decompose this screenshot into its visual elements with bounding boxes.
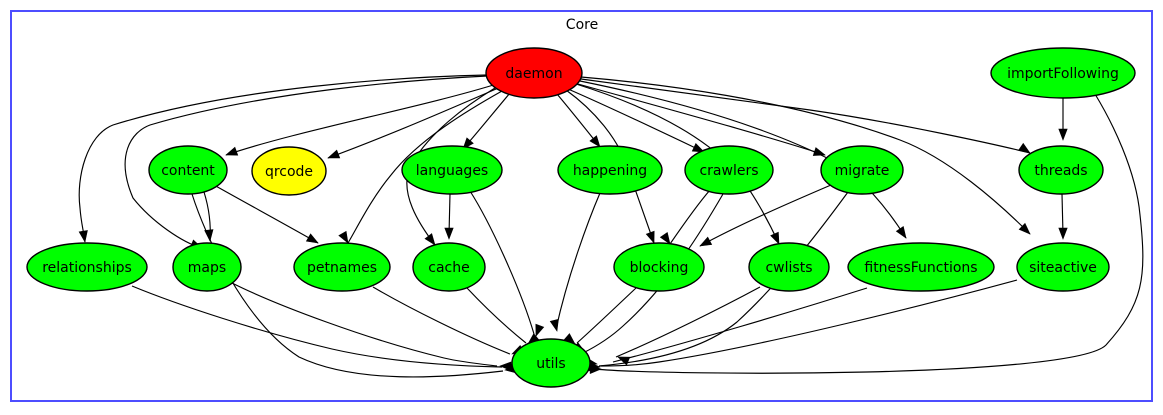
arrowhead-blocking — [645, 230, 655, 244]
node-cache[interactable]: cache — [412, 242, 486, 292]
node-content[interactable]: content — [148, 145, 228, 195]
node-shape-petnames[interactable] — [293, 242, 391, 292]
edge-daemon-to-crawlers — [567, 88, 705, 153]
node-shape-importFollowing[interactable] — [990, 47, 1136, 99]
arrowhead-migrate — [812, 147, 826, 156]
edge-daemon-to-relationships — [78, 74, 488, 243]
node-shape-languages[interactable] — [401, 145, 503, 195]
node-shape-relationships[interactable] — [26, 242, 148, 292]
node-shape-cache[interactable] — [412, 242, 486, 292]
arrowhead-maps2 — [204, 229, 214, 242]
edge-siteactive-to-utils — [600, 279, 1018, 367]
arrowhead-cache2 — [444, 227, 454, 240]
node-layer: daemon importFollowing content qrcode langua… — [26, 47, 1136, 388]
arrowhead-siteactive2 — [1058, 227, 1068, 240]
node-shape-daemon[interactable] — [485, 47, 583, 99]
edge-crawlers-to-utils — [582, 193, 724, 354]
edge-importFollowing-to-utils — [593, 93, 1144, 374]
arrowhead-cache — [424, 233, 436, 246]
edge-relationships-to-utils — [131, 285, 503, 368]
node-fitnessFunctions[interactable]: fitnessFunctions — [847, 242, 995, 292]
node-shape-happening[interactable] — [557, 145, 663, 195]
arrowhead-petnames2 — [305, 233, 319, 244]
node-daemon[interactable]: daemon — [485, 47, 583, 99]
node-shape-content[interactable] — [148, 145, 228, 195]
arrowhead-siteactive — [1018, 222, 1031, 235]
node-cwlists[interactable]: cwlists — [748, 242, 830, 292]
node-shape-utils[interactable] — [511, 338, 591, 388]
arrowhead-threads2 — [1058, 128, 1068, 141]
edge-blocking-to-utils — [576, 287, 637, 344]
arrowhead-utils-f — [535, 323, 545, 337]
edge-daemon-to-petnames — [347, 90, 503, 244]
node-shape-crawlers[interactable] — [684, 145, 774, 195]
node-siteactive[interactable]: siteactive — [1016, 242, 1110, 292]
arrowhead-cwlists — [770, 231, 780, 245]
node-migrate[interactable]: migrate — [820, 145, 904, 195]
edge-daemon-to-qrcode — [327, 85, 504, 159]
node-petnames[interactable]: petnames — [293, 242, 391, 292]
edge-layer — [78, 74, 1144, 378]
node-shape-maps[interactable] — [172, 242, 242, 292]
node-shape-siteactive[interactable] — [1016, 242, 1110, 292]
arrowhead-relationships — [78, 230, 88, 243]
node-maps[interactable]: maps — [172, 242, 242, 292]
node-utils[interactable]: utils — [511, 338, 591, 388]
edge-cache-to-utils — [466, 287, 527, 344]
arrowhead-utils-l — [589, 364, 602, 375]
node-importFollowing[interactable]: importFollowing — [990, 47, 1136, 99]
arrowhead-utils-m — [617, 356, 631, 366]
arrowhead-utils-c — [499, 361, 512, 371]
edge-daemon-to-siteactive — [580, 76, 1031, 235]
edge-daemon-to-threads — [580, 78, 1031, 154]
edge-fitnessFunctions-to-utils — [612, 287, 868, 363]
node-shape-qrcode[interactable] — [251, 146, 327, 196]
node-relationships[interactable]: relationships — [26, 242, 148, 292]
edge-migrate-to-blocking — [699, 184, 832, 247]
node-threads[interactable]: threads — [1018, 145, 1104, 195]
edge-daemon-to-maps — [124, 75, 488, 249]
cluster-title: Core — [566, 17, 598, 33]
arrowhead-fitnessFunctions — [895, 226, 907, 239]
cluster-frame-layer: Core — [10, 10, 1153, 402]
node-languages[interactable]: languages — [401, 145, 503, 195]
node-qrcode[interactable]: qrcode — [251, 146, 327, 196]
node-shape-cwlists[interactable] — [748, 242, 830, 292]
node-crawlers[interactable]: crawlers — [684, 145, 774, 195]
node-shape-blocking[interactable] — [613, 242, 705, 292]
node-shape-threads[interactable] — [1018, 145, 1104, 195]
edge-happening-to-utils — [555, 192, 601, 330]
arrowhead-crawlers — [691, 143, 705, 153]
arrowhead-petnames — [338, 230, 349, 244]
edge-cwlists-to-utils — [615, 286, 761, 358]
edge-petnames-to-utils — [372, 286, 511, 355]
arrowhead-blocking3 — [699, 236, 713, 247]
edge-daemon-to-content — [225, 82, 501, 156]
node-shape-migrate[interactable] — [820, 145, 904, 195]
arrowhead-threads — [1018, 142, 1031, 154]
arrowhead-qrcode — [327, 149, 341, 159]
arrowhead-happening — [589, 135, 601, 148]
node-happening[interactable]: happening — [557, 145, 663, 195]
edge-crawlers-to-blocking — [669, 189, 711, 245]
node-shape-fitnessFunctions[interactable] — [847, 242, 995, 292]
edge-languages-to-utils — [469, 190, 535, 335]
edge-daemon-to-migrate — [577, 83, 826, 156]
edge-daemon-to-fitnessFunctions — [579, 80, 907, 239]
edge-migrate-to-utils — [598, 191, 849, 367]
cluster-frame — [10, 10, 1153, 402]
edge-maps-to-utils — [231, 282, 498, 367]
node-blocking[interactable]: blocking — [613, 242, 705, 292]
arrowhead-utils-g — [549, 318, 559, 332]
arrowhead-blocking2 — [659, 232, 671, 245]
arrowhead-content — [225, 146, 239, 156]
